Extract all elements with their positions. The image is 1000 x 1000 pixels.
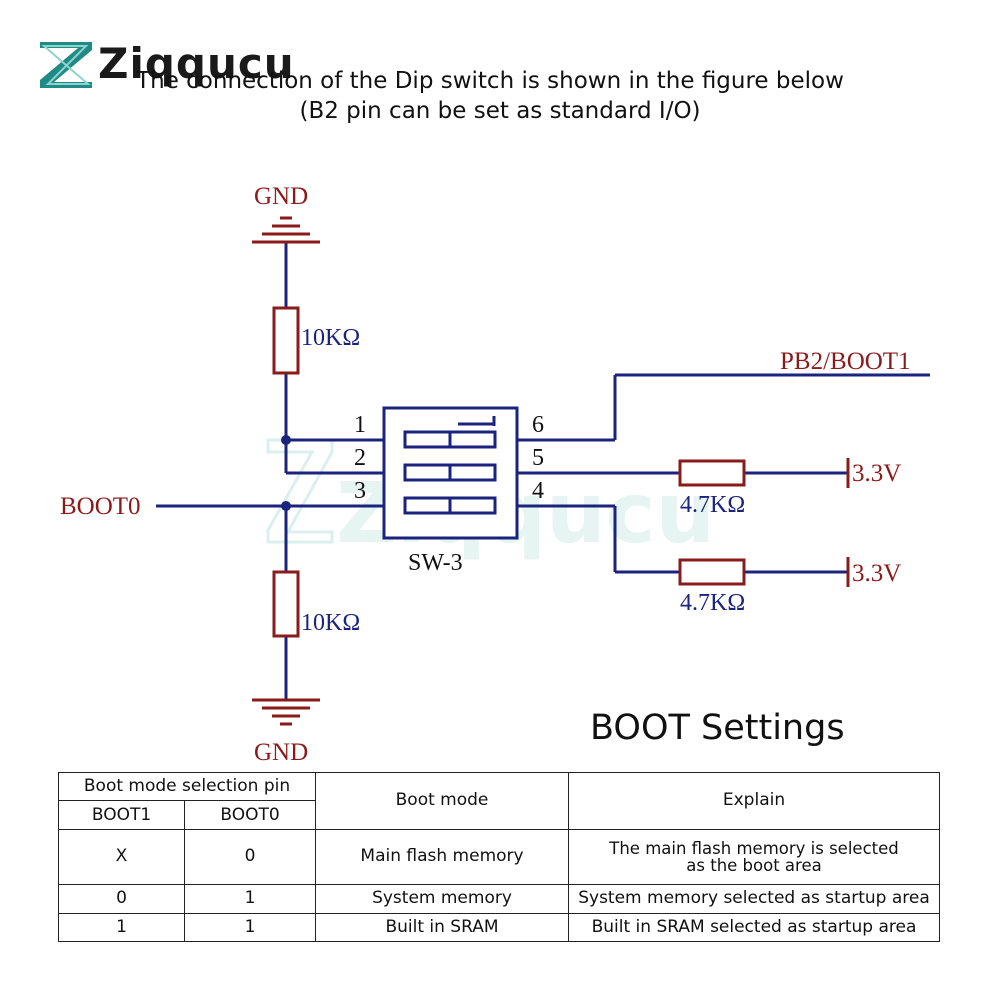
resistor-right-1	[678, 459, 746, 487]
header-boot0: BOOT0	[184, 800, 316, 830]
heading-line-2: (B2 pin can be set as standard I/O)	[299, 98, 701, 124]
vcc-2-label: 3.3V	[852, 560, 901, 587]
gnd-top-label: GND	[254, 183, 308, 210]
header-explain: Explain	[568, 772, 940, 830]
gnd-bottom-label: GND	[254, 739, 308, 766]
pb2-label: PB2/BOOT1	[780, 348, 911, 375]
logo-z-mark-icon	[40, 42, 92, 88]
vcc-1-label: 3.3V	[852, 460, 901, 487]
resistor-top-label: 10KΩ	[301, 325, 360, 351]
ground-top-icon	[252, 216, 320, 244]
boot-settings-table: Boot mode selection pin Boot mode Explai…	[58, 771, 940, 943]
pin-3-label: 3	[354, 478, 366, 504]
cell-explain-line-1: The main flash memory is selected	[609, 838, 899, 858]
pin-4-label: 4	[532, 478, 544, 504]
resistor-top	[272, 306, 300, 375]
cell-boot0: 0	[184, 828, 316, 886]
junction-dot-top	[281, 435, 291, 445]
cell-boot0: 1	[184, 884, 316, 914]
cell-explain: System memory selected as startup area	[568, 884, 940, 914]
resistor-right-2	[678, 558, 746, 586]
junction-dot-boot0	[281, 501, 291, 511]
cell-mode: System memory	[315, 884, 569, 914]
resistor-right-1-label: 4.7KΩ	[680, 492, 745, 518]
cell-boot1: X	[58, 828, 185, 886]
wires	[156, 242, 930, 700]
cell-mode: Built in SRAM	[315, 912, 569, 943]
pin-6-label: 6	[532, 412, 544, 438]
cell-boot1: 1	[58, 912, 185, 943]
header-group: Boot mode selection pin	[58, 771, 316, 802]
table-row: X 0 Main flash memory The main flash mem…	[58, 828, 940, 886]
table-row: 1 1 Built in SRAM Built in SRAM selected…	[58, 912, 940, 943]
cell-explain: Built in SRAM selected as startup area	[568, 912, 940, 943]
pin-5-label: 5	[532, 445, 544, 471]
pin-1-label: 1	[354, 412, 366, 438]
logo-text: Ziqqucu	[98, 39, 295, 88]
brand-logo: Ziqqucu	[36, 34, 295, 94]
switch-name-label: SW-3	[408, 550, 463, 576]
boot-settings-title: BOOT Settings	[590, 708, 845, 748]
dip-switch-toggles	[403, 416, 497, 515]
cell-explain-line-2: as the boot area	[686, 855, 822, 875]
cell-boot1: 0	[58, 884, 185, 914]
table-header-row: Boot mode selection pin Boot mode Explai…	[58, 771, 940, 830]
header-boot1: BOOT1	[58, 800, 185, 830]
ground-bottom-icon	[252, 698, 320, 726]
cell-boot0: 1	[184, 912, 316, 943]
pin-2-label: 2	[354, 445, 366, 471]
cell-explain: The main flash memory is selected as the…	[568, 828, 940, 886]
schematic: Ziqqucu	[60, 183, 930, 766]
resistor-bottom-label: 10KΩ	[301, 610, 360, 636]
resistor-bottom	[272, 570, 300, 638]
cell-mode: Main flash memory	[315, 828, 569, 886]
boot0-label: BOOT0	[60, 493, 141, 520]
resistor-right-2-label: 4.7KΩ	[680, 590, 745, 616]
heading-line-1: The connection of the Dip switch is show…	[136, 68, 844, 94]
table-row: 0 1 System memory System memory selected…	[58, 884, 940, 914]
table-subheader-row: BOOT1 BOOT0	[58, 800, 940, 830]
header-mode: Boot mode	[315, 772, 569, 830]
